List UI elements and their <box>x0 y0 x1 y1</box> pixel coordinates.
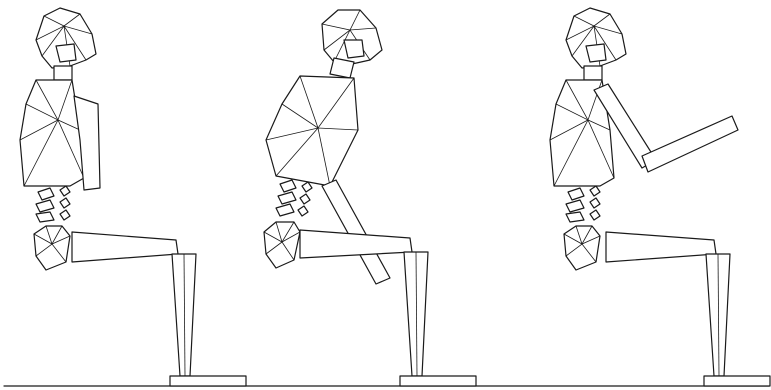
head <box>36 8 96 68</box>
torso <box>266 76 358 186</box>
head <box>322 10 382 64</box>
pelvis <box>564 226 600 270</box>
lumbar-vertebrae <box>36 186 70 222</box>
neck <box>584 66 602 80</box>
thigh <box>72 232 178 262</box>
figure-panel-1 <box>20 8 246 386</box>
forearm <box>642 116 738 172</box>
foot <box>400 376 476 386</box>
neck <box>54 66 72 80</box>
head <box>566 8 626 68</box>
pelvis <box>264 222 300 268</box>
thigh <box>606 232 716 262</box>
lumbar-vertebrae <box>566 186 600 222</box>
lumbar-vertebrae <box>276 180 312 216</box>
thigh <box>300 230 412 258</box>
pelvis <box>34 226 70 270</box>
neck <box>330 58 354 78</box>
figure-panel-2 <box>264 10 476 386</box>
foot <box>704 376 770 386</box>
foot <box>170 376 246 386</box>
figure-panel-3 <box>550 8 770 386</box>
